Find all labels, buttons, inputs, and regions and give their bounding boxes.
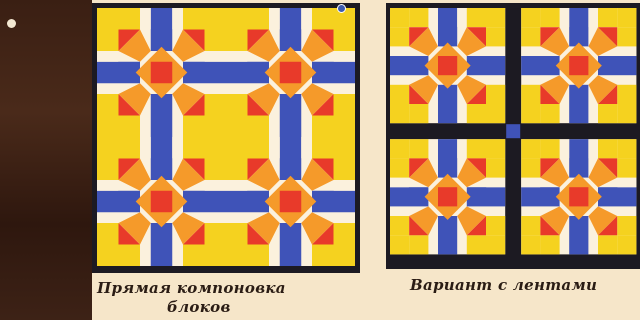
ribbon-center-square [506, 124, 520, 138]
quilt-block [390, 139, 505, 254]
quilt-block [521, 139, 636, 254]
quilt-photo: Прямая компоновка блоков Вариант с лента… [92, 0, 640, 320]
quilt-block [226, 137, 355, 266]
quilt-block [390, 8, 505, 123]
quilt-block [226, 8, 355, 137]
bullet-dot-icon [7, 19, 16, 28]
caption-ribbons: Вариант с лентами [410, 276, 630, 295]
caption-direct-line2: блоков [97, 298, 357, 317]
corner-dot-icon [337, 4, 346, 13]
quilt-block [97, 137, 226, 266]
caption-direct-line1: Прямая компоновка [97, 279, 357, 298]
quilt-block [97, 8, 226, 137]
quilt-direct-layout [92, 3, 360, 273]
quilt-block [521, 8, 636, 123]
caption-direct: Прямая компоновка блоков [97, 279, 357, 317]
slide-left-panel [0, 0, 92, 320]
quilt-ribbon-layout [386, 3, 640, 269]
